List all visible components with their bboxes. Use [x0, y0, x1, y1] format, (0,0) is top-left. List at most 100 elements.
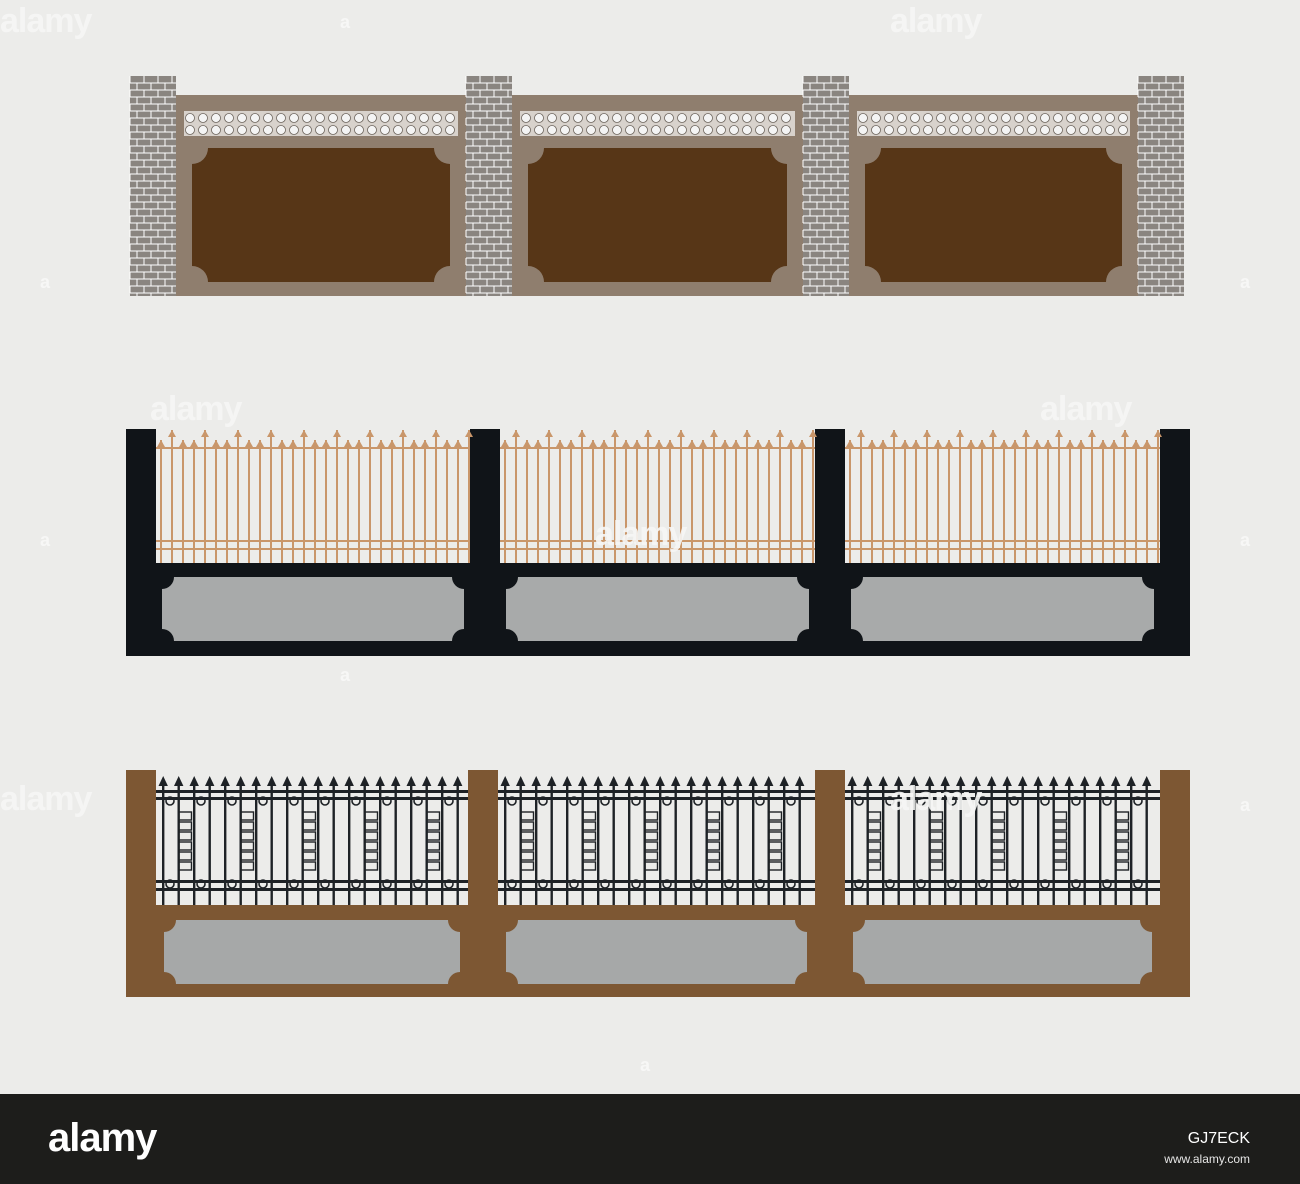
iron-lattice	[519, 811, 535, 821]
spear-bar	[937, 440, 939, 563]
iron-bar	[193, 780, 196, 905]
spear-tip	[857, 430, 865, 437]
spear-bar	[325, 440, 327, 563]
spear-tip	[1000, 440, 1008, 447]
iron-tip	[1002, 776, 1012, 786]
spear-tip	[168, 430, 176, 437]
iron-rail	[156, 797, 468, 800]
ornament-circle	[599, 113, 609, 123]
iron-ring	[978, 879, 988, 889]
ornament-circle	[897, 113, 907, 123]
iron-tip	[609, 776, 619, 786]
ornament-circle	[651, 113, 661, 123]
iron-tip	[1064, 776, 1074, 786]
ornament-circle	[302, 113, 312, 123]
spear-bar	[1157, 430, 1159, 563]
spear-bar	[1135, 440, 1137, 563]
ornament-circle	[521, 125, 531, 135]
iron-lattice	[301, 831, 317, 841]
spear-bar	[171, 430, 173, 563]
ornament-circle	[237, 125, 247, 135]
ornament-circle	[445, 113, 455, 123]
spear-bar	[647, 430, 649, 563]
spear-bar	[1124, 430, 1126, 563]
spear-bar	[548, 430, 550, 563]
spear-tip	[688, 440, 696, 447]
iron-tip	[189, 776, 199, 786]
footer-brand: alamy	[48, 1116, 157, 1160]
fence-panel	[851, 577, 1154, 641]
ornament-circle	[341, 125, 351, 135]
ornament-circle	[988, 125, 998, 135]
ornament-circle	[755, 113, 765, 123]
ornament-circle	[211, 125, 221, 135]
iron-lattice	[363, 861, 379, 871]
iron-tip	[158, 776, 168, 786]
spear-tip	[501, 440, 509, 447]
ornament-circle	[573, 125, 583, 135]
iron-tip	[795, 776, 805, 786]
spear-tip	[556, 440, 564, 447]
ornament-circle	[781, 125, 791, 135]
iron-bar	[441, 780, 444, 905]
iron-lattice	[866, 861, 882, 871]
iron-bar	[317, 780, 320, 905]
iron-lattice	[1114, 821, 1130, 831]
iron-tip	[640, 776, 650, 786]
iron-bar	[410, 780, 413, 905]
spear-tip	[1132, 440, 1140, 447]
iron-lattice	[643, 811, 659, 821]
iron-ring	[538, 796, 548, 806]
iron-lattice	[866, 831, 882, 841]
spear-tip	[622, 440, 630, 447]
iron-tip	[406, 776, 416, 786]
spear-tip	[710, 430, 718, 437]
iron-lattice	[990, 851, 1006, 861]
iron-bar	[736, 780, 739, 905]
iron-ring	[1040, 879, 1050, 889]
spear-bar	[702, 440, 704, 563]
spear-bar	[603, 440, 605, 563]
spear-bar	[1014, 440, 1016, 563]
ornament-circle	[858, 113, 868, 123]
spear-tip	[567, 440, 575, 447]
ornament-circle	[923, 125, 933, 135]
iron-lattice	[301, 811, 317, 821]
spear-bar	[801, 440, 803, 563]
iron-ring	[854, 879, 864, 889]
ornament-circle	[185, 113, 195, 123]
spear-bar	[515, 430, 517, 563]
spear-tip	[721, 440, 729, 447]
iron-ring	[600, 879, 610, 889]
iron-lattice	[363, 851, 379, 861]
iron-lattice	[239, 861, 255, 871]
ornament-circle	[432, 113, 442, 123]
fence-panel	[162, 577, 464, 641]
ornament-circle	[690, 113, 700, 123]
iron-bar	[394, 780, 397, 905]
iron-ring	[916, 796, 926, 806]
iron-lattice	[990, 811, 1006, 821]
iron-tip	[971, 776, 981, 786]
ornament-circle	[729, 113, 739, 123]
iron-lattice	[301, 821, 317, 831]
spear-bar	[259, 440, 261, 563]
iron-ring	[196, 796, 206, 806]
spear-tip	[776, 430, 784, 437]
iron-tip	[764, 776, 774, 786]
iron-rail	[845, 888, 1160, 891]
iron-rail	[845, 880, 1160, 883]
iron-ring	[885, 879, 895, 889]
iron-tip	[593, 776, 603, 786]
iron-tip	[748, 776, 758, 786]
iron-tip	[940, 776, 950, 786]
iron-lattice	[519, 851, 535, 861]
iron-lattice	[177, 811, 193, 821]
ornament-circle	[1001, 125, 1011, 135]
spear-tip	[644, 430, 652, 437]
ornament-circle	[975, 113, 985, 123]
ornament-circle	[380, 125, 390, 135]
iron-ring	[227, 879, 237, 889]
spear-bar	[248, 440, 250, 563]
iron-ring	[786, 879, 796, 889]
